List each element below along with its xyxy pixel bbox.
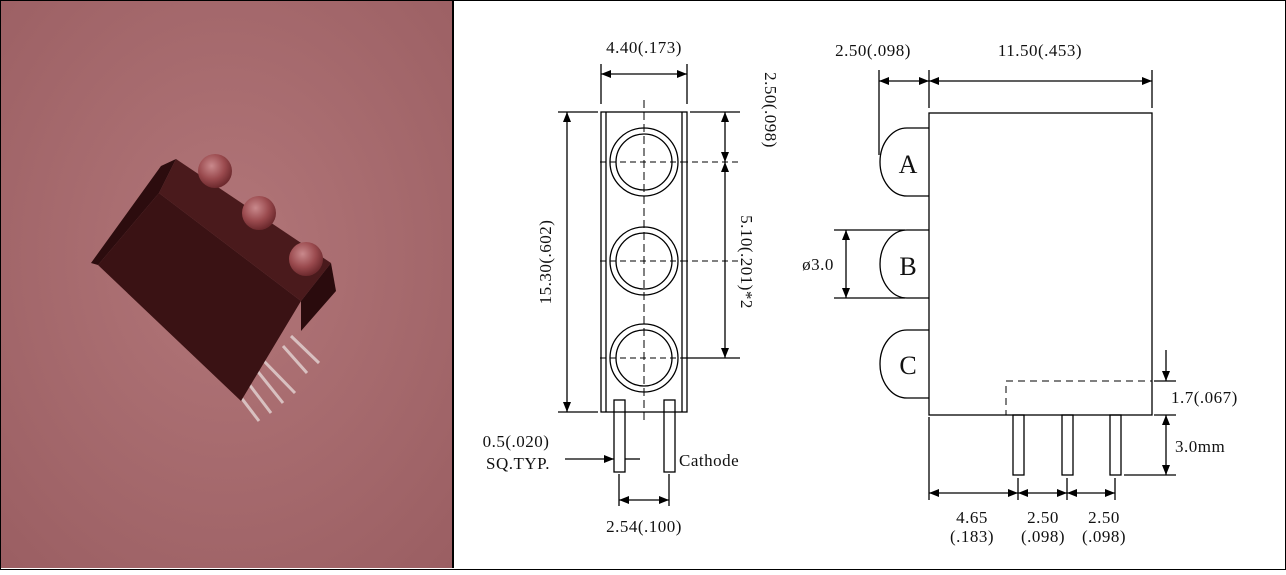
side-view — [834, 70, 1176, 500]
body-length-dim: 11.50(.453) — [998, 41, 1082, 60]
front-top-offset-dim: 2.50(.098) — [761, 72, 780, 148]
side-pin-3 — [1109, 414, 1122, 476]
front-led-2 — [600, 226, 690, 296]
led-label-b: B — [899, 252, 916, 281]
led-lens-c — [289, 242, 323, 276]
standoff-dim: 1.7(.067) — [1171, 388, 1238, 407]
side-body-outline — [928, 112, 1153, 416]
front-pitch-dim: 5.10(.201)*2 — [737, 215, 756, 309]
side-led-a — [879, 127, 929, 197]
pitch2-line2: (.098) — [1082, 527, 1126, 546]
front-pin-right — [663, 399, 676, 473]
led-lens-a — [198, 154, 232, 188]
front-led-1 — [600, 127, 690, 197]
side-led-c — [879, 329, 929, 399]
dimension-drawing: 4.40(.173) 15.30(.602) 2.50(.098) 5.10(.… — [454, 0, 1286, 575]
pitch2-line1: 2.50 — [1088, 508, 1120, 527]
front-led-3 — [600, 323, 690, 393]
cathode-label: Cathode — [679, 451, 739, 470]
pitch1-line2: (.098) — [1021, 527, 1065, 546]
side-led-b — [879, 229, 929, 299]
front-width-dim: 4.40(.173) — [606, 38, 682, 57]
diameter-dim: ø3.0 — [802, 255, 834, 274]
pin-offset-line1: 4.65 — [956, 508, 988, 527]
product-photo — [1, 1, 454, 568]
led-label-c: C — [899, 351, 916, 380]
lens-offset-dim: 2.50(.098) — [835, 41, 911, 60]
front-view — [558, 64, 740, 506]
indicator-component — [91, 154, 336, 422]
pin-size-line1: 0.5(.020) — [483, 432, 550, 451]
pitch1-line1: 2.50 — [1027, 508, 1059, 527]
side-pin-2 — [1061, 414, 1074, 476]
led-lens-b — [242, 196, 276, 230]
side-pin-1 — [1012, 414, 1025, 476]
led-label-a: A — [899, 150, 918, 179]
pin-offset-line2: (.183) — [950, 527, 994, 546]
front-pin-left — [613, 399, 626, 473]
front-height-dim: 15.30(.602) — [536, 220, 555, 305]
standoff-region — [1005, 380, 1153, 416]
pin-size-line2: SQ.TYP. — [486, 454, 550, 473]
pin-spacing-dim: 2.54(.100) — [606, 517, 682, 536]
lead-length-dim: 3.0mm — [1175, 437, 1225, 456]
